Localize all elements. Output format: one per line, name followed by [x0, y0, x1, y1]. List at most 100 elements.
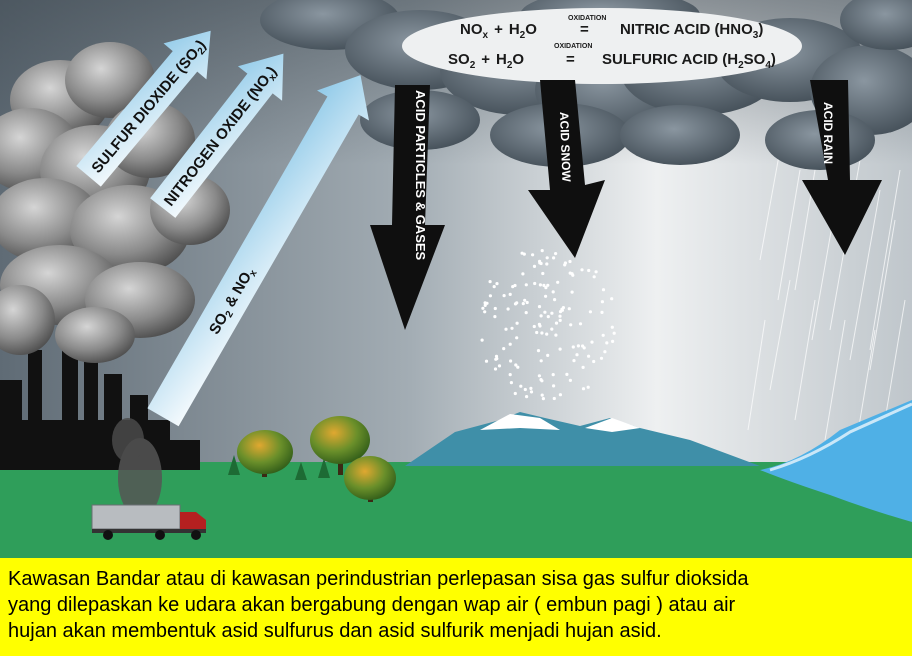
snow-flake [508, 373, 512, 377]
snow-flake [550, 327, 554, 331]
snow-flake [569, 323, 573, 327]
snow-flake [502, 347, 506, 351]
snow-flake [541, 397, 546, 401]
snow-flake [535, 330, 539, 335]
snow-flake [538, 283, 543, 287]
snow-flake [494, 354, 499, 358]
snow-flake [594, 270, 598, 274]
snow-flake [546, 315, 550, 319]
snow-flake [578, 322, 583, 326]
snow-flake [502, 294, 506, 298]
snow-flake [556, 280, 560, 284]
snow-flake [493, 315, 497, 319]
snow-flake [483, 301, 487, 305]
snow-flake [533, 281, 537, 286]
snow-flake [480, 338, 484, 342]
snow-flake [510, 326, 514, 330]
snow-flake [567, 307, 571, 311]
snow-flake [515, 321, 519, 325]
svg-text:ACID RAIN: ACID RAIN [821, 102, 835, 164]
snow-flake [521, 272, 525, 276]
snow-flake [515, 301, 519, 305]
snow-flake [600, 300, 605, 304]
snow-flake [581, 365, 585, 369]
so2-nox-arrow: SO2 & NOx [147, 75, 369, 427]
snow-flake [561, 306, 566, 310]
snow-flake [554, 321, 559, 325]
snow-flake [554, 333, 558, 337]
snow-flake [532, 264, 537, 268]
snow-flake [558, 347, 562, 351]
snow-flake [563, 263, 567, 267]
snow-flake [509, 381, 513, 385]
snow-flake [532, 324, 536, 329]
snow-flake [493, 367, 498, 371]
snow-flake [575, 353, 579, 357]
snow-flake [605, 341, 609, 345]
snow-flake [524, 283, 528, 287]
snow-flake [581, 387, 586, 391]
snow-flake [550, 311, 554, 315]
snow-flake [488, 294, 492, 298]
snow-flake [601, 288, 606, 292]
snow-flake [513, 391, 517, 396]
snow-flake [493, 306, 497, 311]
snow-flake [531, 253, 535, 257]
snow-flake [568, 271, 572, 275]
snow-flake [540, 393, 544, 397]
snow-flake [539, 314, 543, 318]
snow-flake [553, 298, 557, 302]
snow-flake [552, 256, 556, 260]
snow-flake [576, 344, 581, 348]
snow-flake [545, 332, 549, 336]
snow-flake [592, 359, 596, 364]
snow-flake [536, 349, 541, 353]
snow-flake [580, 268, 584, 272]
snow-flake [610, 325, 614, 329]
snow-flake [570, 290, 574, 294]
snow-flake [525, 300, 529, 305]
snow-flake [601, 333, 605, 337]
snow-flake [611, 339, 615, 343]
snow-flake [565, 372, 569, 376]
snow-flake [551, 373, 555, 377]
ground [0, 462, 912, 558]
svg-text:SULFURIC ACID (H2SO4): SULFURIC ACID (H2SO4) [602, 51, 776, 71]
svg-text:NOx+H2O: NOx+H2O [460, 21, 537, 41]
sulfuric-acid-equation: SO2+H2O OXIDATION = SULFURIC ACID (H2SO4… [448, 43, 776, 71]
snow-flake [538, 261, 542, 265]
snow-flake [508, 342, 512, 346]
svg-text:OXIDATION: OXIDATION [554, 43, 592, 50]
snow-flake [537, 305, 542, 309]
snow-flake [483, 303, 487, 307]
snow-flake [554, 252, 558, 256]
snow-flake [568, 259, 572, 264]
snow-flake [558, 318, 562, 322]
snow-flake [511, 285, 515, 289]
snow-flake [537, 322, 542, 326]
equation-cloud [402, 8, 802, 84]
lake-water [760, 400, 912, 522]
snow-flake [539, 378, 543, 382]
svg-text:SO2+H2O: SO2+H2O [448, 51, 524, 71]
snow-flake [521, 302, 525, 306]
snow-flake [552, 396, 556, 401]
snow-flake [515, 336, 519, 340]
snow-flake [603, 350, 607, 354]
snow-flake [540, 331, 544, 335]
snow-flake [599, 356, 604, 360]
snow-flake [571, 345, 575, 349]
trees [228, 416, 396, 502]
snow-flake [539, 359, 543, 363]
snow-flake [516, 365, 520, 369]
snow-flake [519, 384, 523, 388]
snow-flake [529, 386, 533, 390]
snow-flake [504, 327, 508, 331]
snow-flake [558, 393, 563, 397]
acid-rain-diagram: NOx+H2O OXIDATION = NITRIC ACID (HNO3) S… [0, 0, 912, 558]
snow-flake [508, 292, 512, 296]
acid-particles-arrow: ACID PARTICLES & GASES [370, 85, 445, 330]
snow-flake [552, 384, 556, 388]
snow-flake [590, 340, 594, 344]
